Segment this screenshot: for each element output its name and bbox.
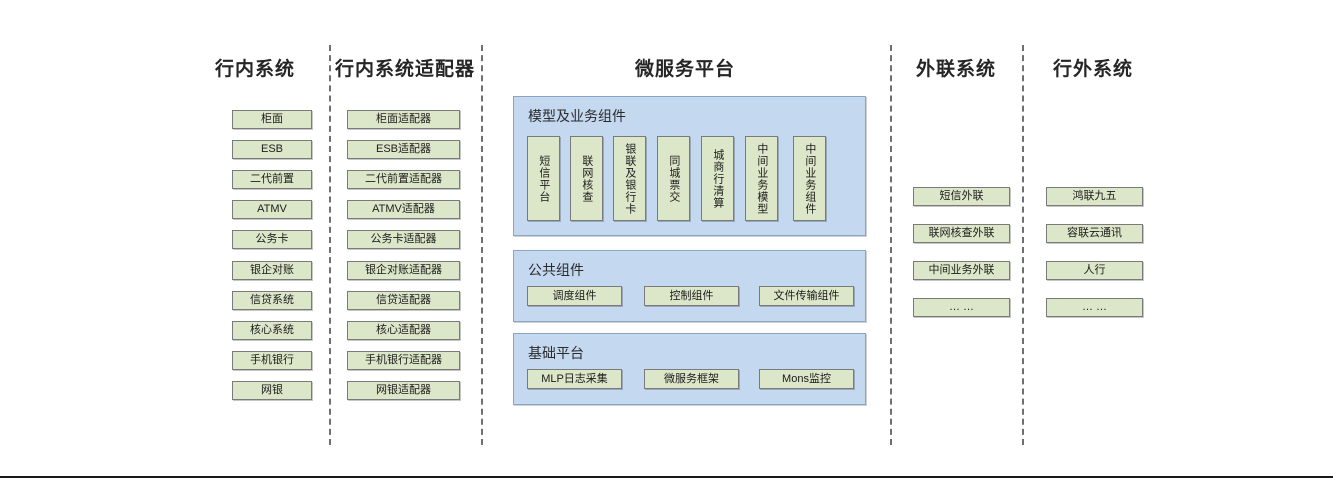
- node-base-platform-component[interactable]: MLP日志采集: [527, 369, 622, 389]
- node-internal-adapter[interactable]: 手机银行适配器: [347, 351, 460, 370]
- node-internal-adapter[interactable]: 网银适配器: [347, 381, 460, 400]
- bottom-divider: [0, 476, 1333, 478]
- node-base-platform-component[interactable]: Mons监控: [759, 369, 854, 389]
- node-external-link-system[interactable]: … …: [913, 298, 1010, 317]
- node-internal-system[interactable]: 公务卡: [232, 230, 312, 249]
- node-public-component[interactable]: 调度组件: [527, 286, 622, 306]
- node-internal-system[interactable]: 信贷系统: [232, 291, 312, 310]
- column-separator-4: [1022, 45, 1024, 445]
- node-internal-adapter[interactable]: 公务卡适配器: [347, 230, 460, 249]
- node-business-component[interactable]: 银联及银行卡: [613, 136, 646, 221]
- node-external-link-system[interactable]: 短信外联: [913, 187, 1010, 206]
- panel-title-public-components: 公共组件: [528, 262, 584, 278]
- node-external-link-system[interactable]: 联网核查外联: [913, 224, 1010, 243]
- node-internal-system[interactable]: 银企对账: [232, 261, 312, 280]
- node-business-component[interactable]: 城商行清算: [701, 136, 734, 221]
- node-external-link-system[interactable]: 中间业务外联: [913, 261, 1010, 280]
- node-internal-system[interactable]: 二代前置: [232, 170, 312, 189]
- column-separator-3: [890, 45, 892, 445]
- panel-title-model-business-components: 模型及业务组件: [528, 108, 626, 124]
- node-business-component[interactable]: 短信平台: [527, 136, 560, 221]
- node-public-component[interactable]: 控制组件: [644, 286, 739, 306]
- node-internal-system[interactable]: 柜面: [232, 110, 312, 129]
- node-internal-adapter[interactable]: ATMV适配器: [347, 200, 460, 219]
- node-internal-adapter[interactable]: 信贷适配器: [347, 291, 460, 310]
- node-business-component[interactable]: 中间业务组件: [793, 136, 826, 221]
- node-internal-system[interactable]: ESB: [232, 140, 312, 159]
- node-internal-system[interactable]: 核心系统: [232, 321, 312, 340]
- column-title-external-link-systems: 外联系统: [915, 59, 996, 80]
- node-business-component[interactable]: 中间业务模型: [745, 136, 778, 221]
- column-title-outside-bank-systems: 行外系统: [1052, 59, 1133, 80]
- node-internal-adapter[interactable]: 银企对账适配器: [347, 261, 460, 280]
- panel-title-base-platform: 基础平台: [528, 345, 584, 361]
- node-outside-bank-system[interactable]: 容联云通讯: [1046, 224, 1143, 243]
- column-title-microservice-platform: 微服务平台: [634, 59, 735, 80]
- node-outside-bank-system[interactable]: 鸿联九五: [1046, 187, 1143, 206]
- node-business-component[interactable]: 联网核查: [570, 136, 603, 221]
- node-public-component[interactable]: 文件传输组件: [759, 286, 854, 306]
- column-title-internal-systems: 行内系统: [214, 59, 295, 80]
- node-internal-adapter[interactable]: ESB适配器: [347, 140, 460, 159]
- node-internal-adapter[interactable]: 核心适配器: [347, 321, 460, 340]
- column-separator-2: [481, 45, 483, 445]
- node-internal-adapter[interactable]: 二代前置适配器: [347, 170, 460, 189]
- column-separator-1: [329, 45, 331, 445]
- node-internal-system[interactable]: 网银: [232, 381, 312, 400]
- node-outside-bank-system[interactable]: … …: [1046, 298, 1143, 317]
- node-internal-adapter[interactable]: 柜面适配器: [347, 110, 460, 129]
- node-base-platform-component[interactable]: 微服务框架: [644, 369, 739, 389]
- node-outside-bank-system[interactable]: 人行: [1046, 261, 1143, 280]
- node-business-component[interactable]: 同城票交: [657, 136, 690, 221]
- node-internal-system[interactable]: 手机银行: [232, 351, 312, 370]
- node-internal-system[interactable]: ATMV: [232, 200, 312, 219]
- column-title-internal-adapters: 行内系统适配器: [335, 59, 476, 80]
